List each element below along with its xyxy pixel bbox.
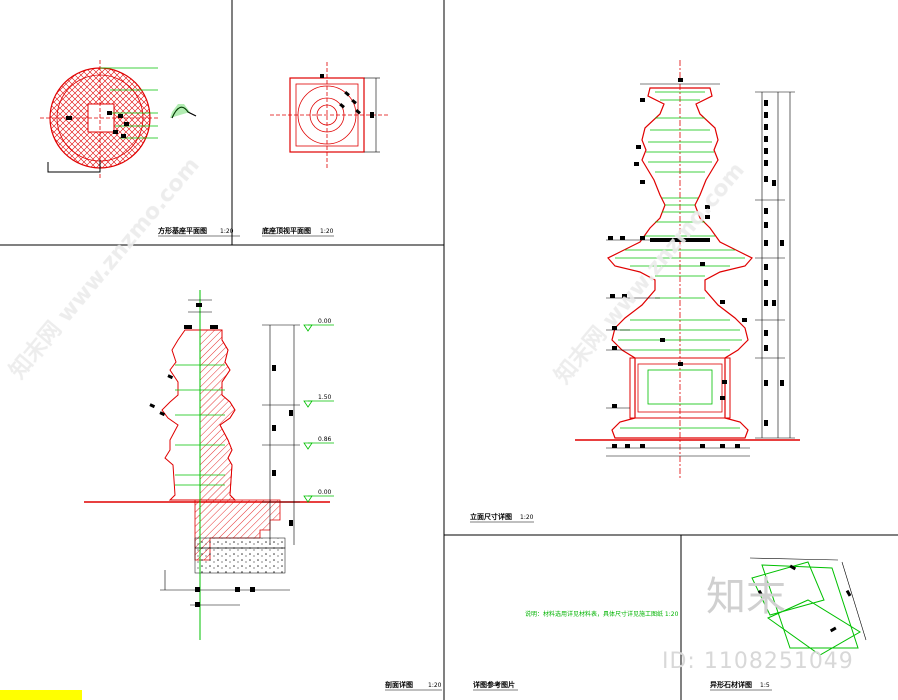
panel2-title: 底座顶视平面图 [262,226,311,235]
panel6-title: 异形石材详图 [710,680,752,689]
circular-plan-drawing [40,60,197,178]
panel5-title: 详图参考图片 [473,680,515,689]
square-plan-drawing [270,62,390,168]
special-stone-drawing [749,557,867,656]
panel4-scale: 1:20 [520,514,534,521]
panel1-title: 方形基座平面图 [158,226,207,235]
panel1-scale: 1:20 [220,228,234,235]
elevation-label-1: 0.00 [318,318,332,325]
panel3-scale: 1:20 [428,682,442,689]
section-drawing [84,290,334,640]
yellow-marker [0,690,82,700]
watermark-site-text-1: 知末网 www.znzmo.com [5,152,205,383]
panel4-title: 立面尺寸详图 [470,512,512,521]
watermark-diagonal: 知末网 www.znzmo.com 知末网 www.znzmo.com [5,152,750,388]
panel6-scale: 1:5 [760,682,770,689]
watermark-logo: 知末 [706,574,786,620]
panel2-scale: 1:20 [320,228,334,235]
elevation-label-4: 0.00 [318,489,332,496]
reference-note: 说明：材料选用详见材料表，具体尺寸详见施工图纸 1:20 [525,610,679,618]
elevation-label-2: 1.50 [318,394,332,401]
elevation-label-3: 0.86 [318,436,332,443]
watermark-id: ID: 1108251049 [662,649,854,674]
elevation-drawing [575,60,800,480]
panel3-title: 剖面详图 [385,680,413,689]
watermark-site-text-2: 知末网 www.znzmo.com [550,157,750,388]
